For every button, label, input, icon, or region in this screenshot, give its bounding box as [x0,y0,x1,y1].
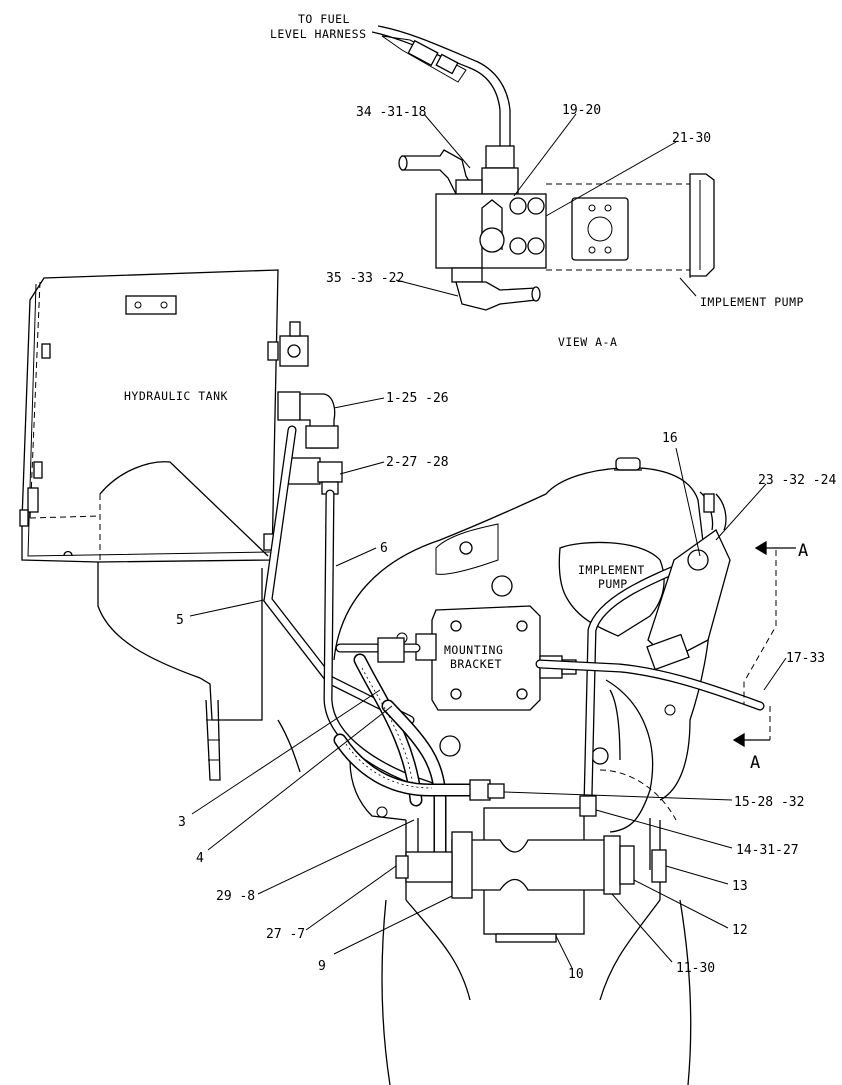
callout-10: 10 [568,967,584,982]
callout-29-8: 29 -8 [216,889,255,904]
label-mounting-bracket-2: BRACKET [450,657,502,671]
callout-9: 9 [318,959,326,974]
section-marker-top: A [798,541,808,561]
section-marker-bottom: A [750,753,760,773]
label-hydraulic-tank: HYDRAULIC TANK [124,389,228,403]
callout-13: 13 [732,879,748,894]
callout-34-31-18: 34 -31-18 [356,105,426,120]
label-implement-pump-2: PUMP [598,577,628,591]
labels: TO FUEL LEVEL HARNESS HYDRAULIC TANK IMP… [124,12,836,982]
callout-16: 16 [662,431,678,446]
callout-19-20: 19-20 [562,103,601,118]
callout-27-7: 27 -7 [266,927,305,942]
callout-35-33-22: 35 -33 -22 [326,271,404,286]
section-cut-a [732,540,796,748]
view-a-a-detail [371,25,715,311]
note-level-harness: LEVEL HARNESS [270,27,367,41]
callout-2-27-28: 2-27 -28 [386,455,449,470]
hydraulic-tank [19,269,309,781]
lower-pump [381,795,692,1085]
callout-21-30: 21-30 [672,131,711,146]
note-to-fuel: TO FUEL [298,12,350,26]
callout-4: 4 [196,851,204,866]
label-implement-pump-view: IMPLEMENT PUMP [700,295,804,309]
tank-fittings [277,391,343,495]
callout-1-25-26: 1-25 -26 [386,391,449,406]
callout-6: 6 [380,541,388,556]
callout-14-31-27: 14-31-27 [736,843,799,858]
label-mounting-bracket-1: MOUNTING [444,643,503,657]
label-implement-pump-1: IMPLEMENT [578,563,645,577]
callout-11-30: 11-30 [676,961,715,976]
callout-15-28-32: 15-28 -32 [734,795,804,810]
label-view-a-a: VIEW A-A [558,335,617,349]
callout-5: 5 [176,613,184,628]
leader-lines [189,113,787,969]
valve-23-32-24 [646,491,731,671]
callout-3: 3 [178,815,186,830]
callout-17-33: 17-33 [786,651,825,666]
callout-12: 12 [732,923,748,938]
callout-23-32-24: 23 -32 -24 [758,473,836,488]
engine-assembly [333,457,711,833]
tubes [263,425,765,867]
